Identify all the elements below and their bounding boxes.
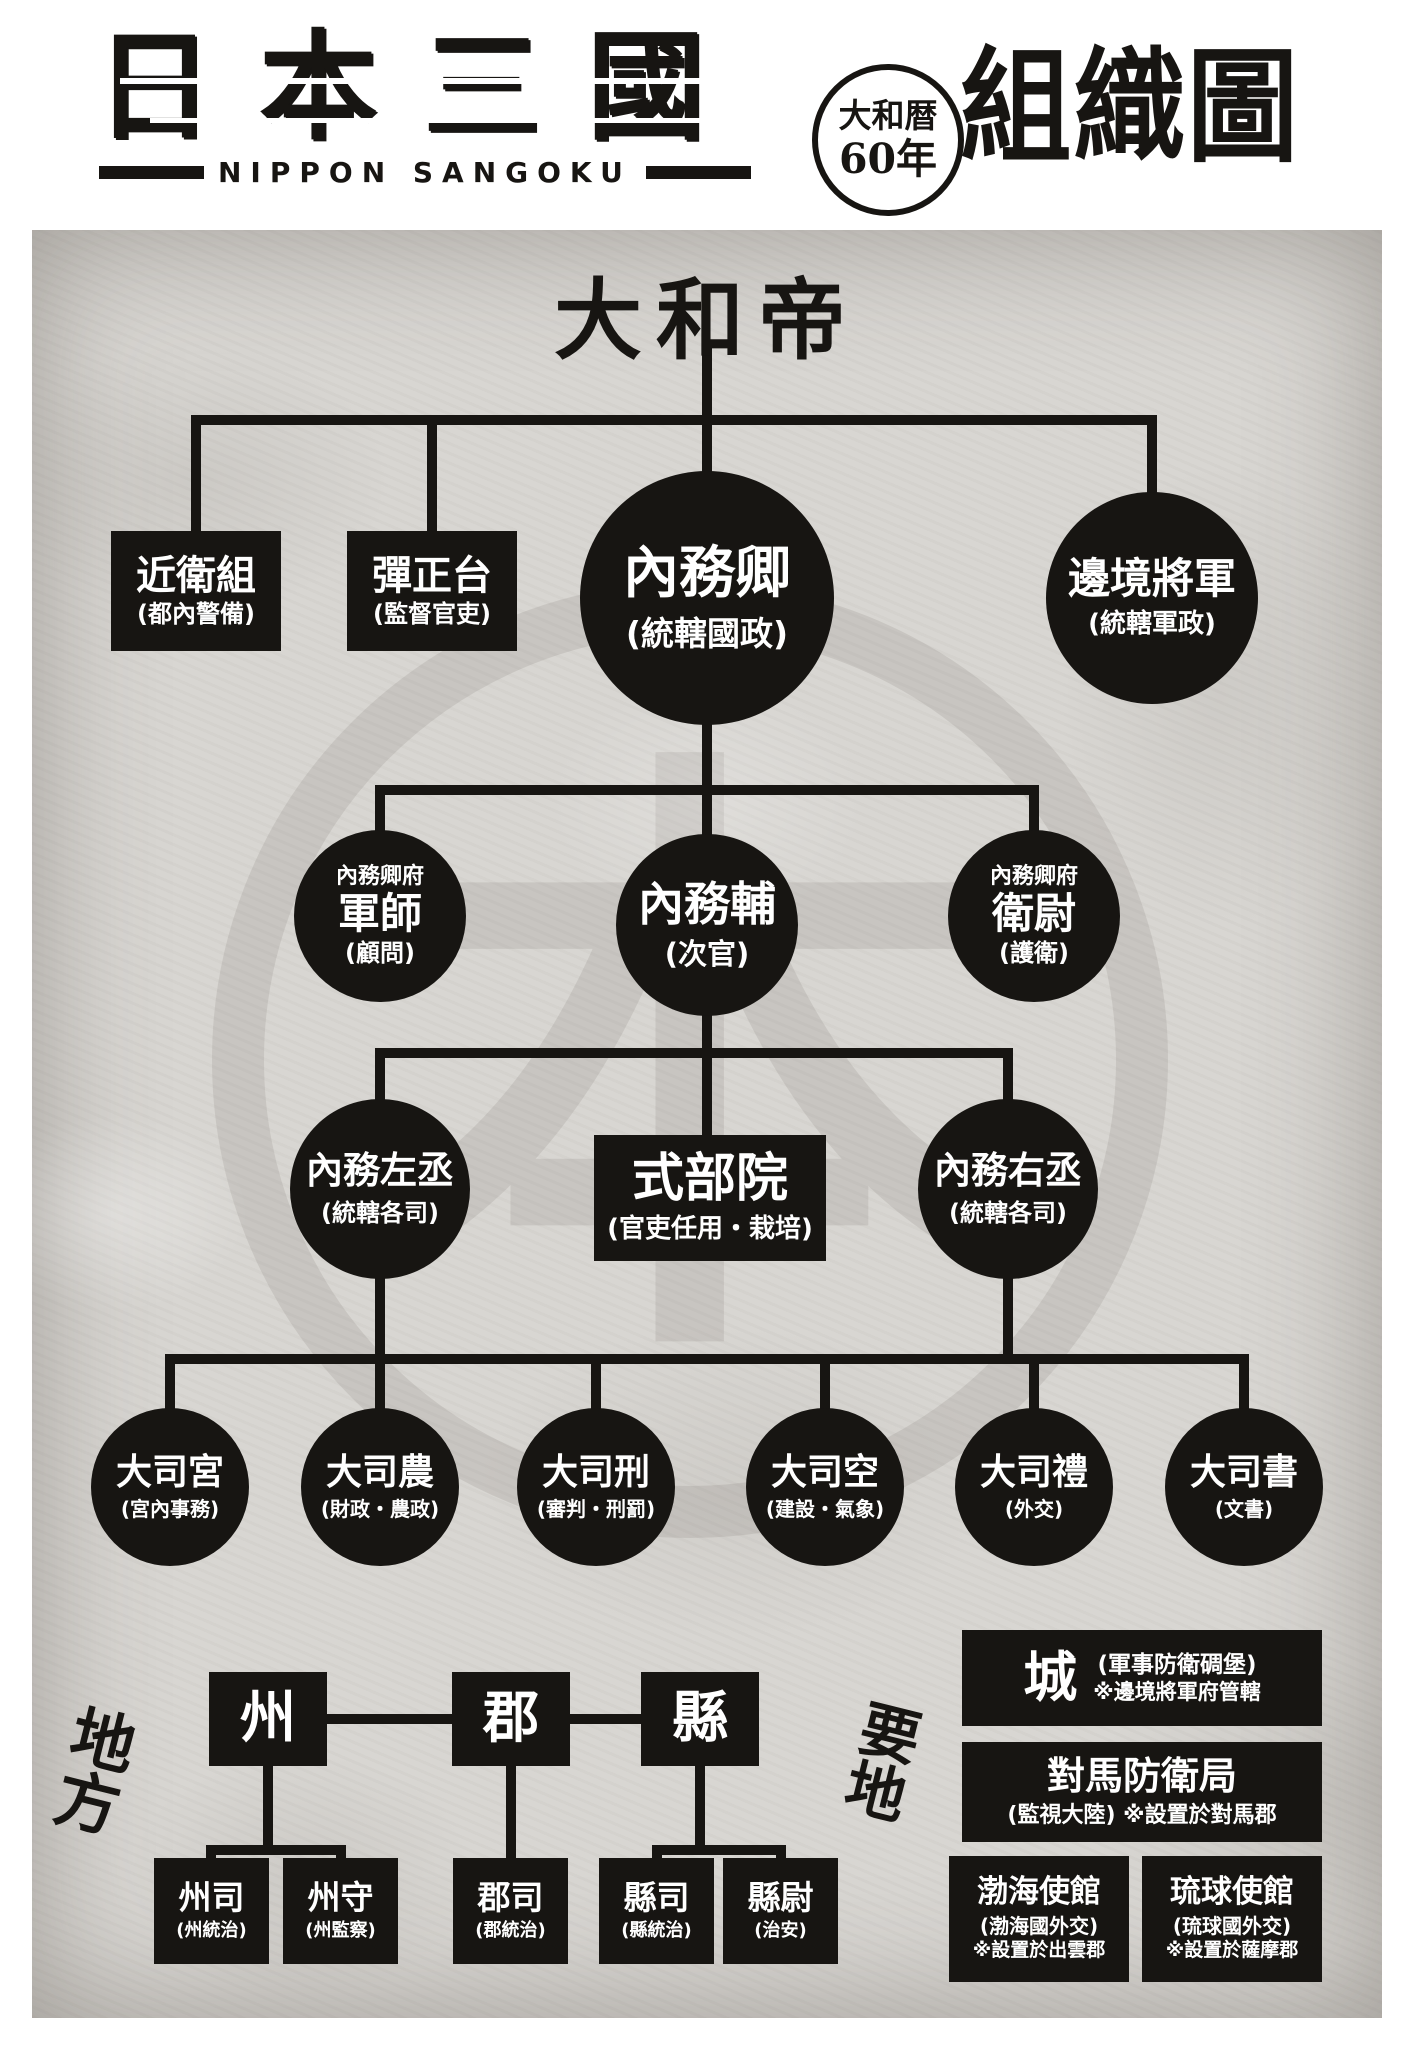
node-daishigu: 大司宮 (宮內事務) (91, 1408, 249, 1566)
connector (702, 1053, 712, 1138)
node-kenji: 縣司 (縣統治) (599, 1858, 714, 1964)
connector (506, 1764, 516, 1862)
connector (375, 1048, 1013, 1058)
node-naimu-ujo: 內務右丞 (統轄各司) (918, 1099, 1098, 1279)
node-ken: 縣 (641, 1672, 759, 1766)
connector (191, 415, 1157, 425)
connector (1003, 1275, 1013, 1360)
node-daishirei: 大司禮 (外交) (955, 1408, 1113, 1566)
connector (375, 790, 385, 835)
connector (375, 1359, 385, 1412)
logo-bar-left-icon (99, 165, 204, 179)
node-keni: 縣尉 (治安) (723, 1858, 838, 1964)
node-gun: 郡 (452, 1672, 570, 1766)
svg-text:本: 本 (380, 701, 1000, 1429)
logo-sub-text: NIPPON SANGOKU (218, 155, 632, 189)
connector (263, 1764, 273, 1850)
node-castle: 城 (軍事防衛碉堡) ※邊境將軍府管轄 (962, 1630, 1322, 1726)
connector (1003, 1053, 1013, 1103)
node-daishisho: 大司書 (文書) (1165, 1408, 1323, 1566)
node-eii: 內務卿府 衛尉 (護衛) (948, 830, 1120, 1002)
connector (1029, 1359, 1039, 1412)
node-bokkai-embassy: 渤海使館 (渤海國外交) ※設置於出雲郡 (949, 1856, 1129, 1982)
node-naimuho: 內務輔 (次官) (616, 834, 798, 1016)
connector (702, 346, 712, 418)
node-shu: 州 (209, 1672, 327, 1766)
node-shushi: 州司 (州統治) (154, 1858, 269, 1964)
node-konoegumi: 近衛組 (都內警備) (111, 531, 281, 651)
node-ryukyu-embassy: 琉球使館 (琉球國外交) ※設置於薩摩郡 (1142, 1856, 1322, 1982)
page-title: 組織圖 (960, 35, 1301, 180)
era-badge-line1: 大和暦 (838, 95, 938, 135)
connector (820, 1359, 830, 1412)
connector (375, 1275, 385, 1360)
logo: 日本三國 NIPPON SANGOKU (95, 18, 752, 189)
logo-stencil-cut (150, 118, 710, 123)
connector (1239, 1359, 1249, 1412)
connector (206, 1845, 346, 1855)
node-shushu: 州守 (州監察) (283, 1858, 398, 1964)
imperial-crest-watermark-icon: 本 (212, 582, 1168, 1538)
node-daishiku: 大司空 (建設・氣象) (746, 1408, 904, 1566)
connector (695, 1764, 705, 1850)
node-henkyo-shogun: 邊境將軍 (統轄軍政) (1046, 492, 1258, 704)
node-gunshi: 內務卿府 軍師 (顧問) (294, 830, 466, 1002)
connector (165, 1354, 1249, 1364)
connector (375, 1053, 385, 1103)
logo-main-text: 日本三國 (95, 18, 752, 156)
node-naimu-sajo: 內務左丞 (統轄各司) (290, 1099, 470, 1279)
castle-notes: (軍事防衛碉堡) ※邊境將軍府管轄 (1093, 1651, 1261, 1705)
connector (1147, 420, 1157, 500)
connector (702, 420, 712, 480)
era-badge-line2: 60年 (838, 135, 938, 184)
node-danjodai: 彈正台 (監督官吏) (347, 531, 517, 651)
connector (206, 1850, 216, 1862)
node-tsushima-defense: 對馬防衛局 (監視大陸) ※設置於對馬郡 (962, 1742, 1322, 1842)
castle-row: 城 (軍事防衛碉堡) ※邊境將軍府管轄 (1023, 1645, 1261, 1709)
connector (1029, 790, 1039, 835)
root-emperor-title: 大和帝 (553, 269, 860, 372)
node-naimukyo: 內務卿 (統轄國政) (580, 471, 834, 725)
connector (776, 1850, 786, 1862)
connector (702, 720, 712, 790)
connector (702, 1012, 712, 1052)
connector (652, 1850, 662, 1862)
connector (191, 420, 201, 535)
connector (336, 1850, 346, 1862)
node-gunji: 郡司 (郡統治) (453, 1858, 568, 1964)
logo-sub-row: NIPPON SANGOKU (99, 156, 751, 189)
connector (165, 1359, 175, 1412)
node-daishikei: 大司刑 (審判・刑罰) (517, 1408, 675, 1566)
node-daishino: 大司農 (財政・農政) (301, 1408, 459, 1566)
logo-stencil-cut (120, 78, 740, 84)
era-badge: 大和暦 60年 (812, 64, 964, 216)
connector (702, 790, 712, 840)
connector (591, 1359, 601, 1412)
connector (427, 420, 437, 535)
logo-bar-right-icon (645, 165, 751, 179)
connector (652, 1845, 786, 1855)
node-shikibuin: 式部院 (官吏任用・栽培) (594, 1135, 826, 1261)
